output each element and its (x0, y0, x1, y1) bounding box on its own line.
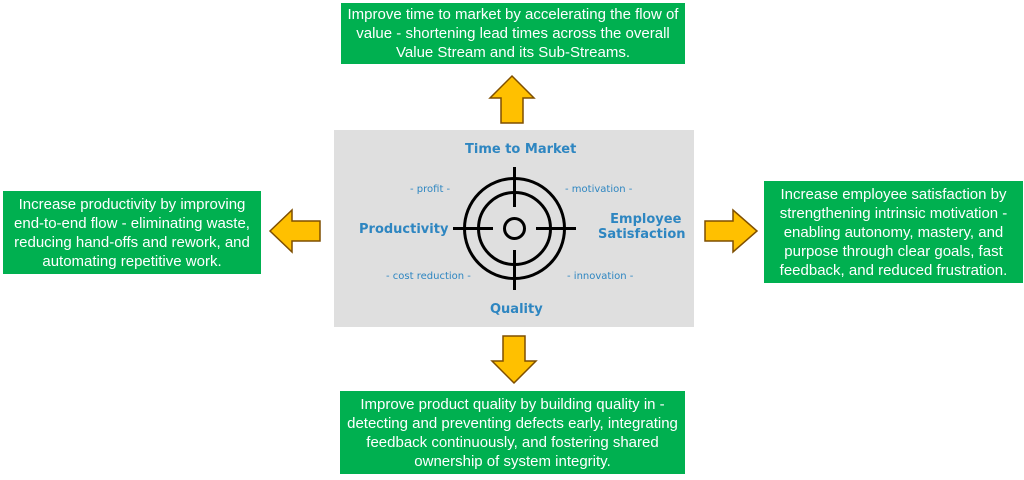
label-satisfaction: Satisfaction (598, 227, 686, 242)
quality-text: Improve product quality by building qual… (347, 395, 678, 470)
time-to-market-box: Improve time to market by accelerating t… (341, 3, 685, 64)
label-profit: - profit - (410, 184, 451, 195)
target-crosshair-icon (453, 167, 576, 290)
label-productivity: Productivity (359, 222, 449, 237)
label-innovation: - innovation - (567, 271, 634, 282)
label-cost-reduction: - cost reduction - (386, 271, 471, 282)
productivity-box: Increase productivity by improving end-t… (3, 191, 261, 274)
arrow-up-icon (488, 74, 536, 124)
employee-satisfaction-text: Increase employee satisfaction by streng… (779, 185, 1008, 279)
label-motivation: - motivation - (565, 184, 633, 195)
productivity-text: Increase productivity by improving end-t… (14, 195, 250, 270)
arrow-right-icon (704, 208, 759, 254)
employee-satisfaction-box: Increase employee satisfaction by streng… (764, 181, 1023, 283)
arrow-left-icon (268, 208, 321, 254)
label-employee: Employee (610, 212, 682, 227)
time-to-market-text: Improve time to market by accelerating t… (347, 6, 679, 61)
label-quality: Quality (490, 302, 543, 317)
arrow-down-icon (490, 335, 538, 385)
center-panel: Time to Market Productivity Employee Sat… (334, 130, 694, 327)
label-time-to-market: Time to Market (465, 142, 577, 157)
quality-box: Improve product quality by building qual… (340, 391, 685, 474)
label-employee-satisfaction: Employee Satisfaction (598, 212, 686, 242)
